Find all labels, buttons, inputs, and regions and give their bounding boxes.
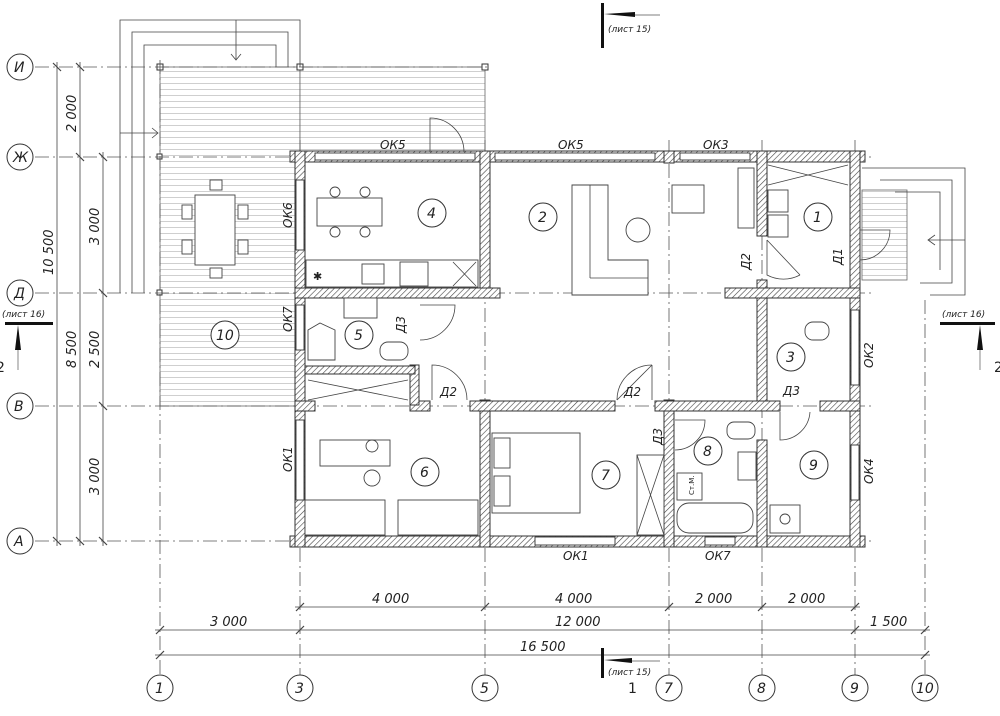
tag-ok7-bottom: ОК7 (705, 549, 731, 563)
terrace (156, 63, 489, 407)
dim-10500: 10 500 (42, 230, 57, 276)
section-markers: (лист 15) (лист 15) 1 (лист 16) 2 (лист … (0, 3, 1000, 697)
dim-2500: 2 500 (88, 331, 103, 368)
tag-ok1-left: ОК1 (281, 446, 295, 472)
tag-d2-hall: Д2 (739, 253, 753, 271)
tag-ok1-bottom: ОК1 (563, 549, 589, 563)
tag-ok4: ОК4 (862, 458, 876, 484)
axis-row-d: Д (13, 286, 25, 302)
dim-2000-a: 2 000 (695, 592, 732, 607)
axis-row-zh: Ж (12, 150, 29, 166)
dim-8500: 8 500 (65, 331, 80, 368)
axis-col-3: 3 (295, 681, 304, 697)
room-1: 1 (813, 210, 822, 226)
tag-d2-room7: Д2 (623, 385, 641, 399)
dim-4000-b: 4 000 (555, 592, 592, 607)
room-9: 9 (809, 458, 818, 474)
dim-2000-b: 2 000 (788, 592, 825, 607)
svg-text:✱: ✱ (313, 270, 322, 283)
axis-row-a: А (13, 534, 24, 550)
room-7: 7 (601, 468, 610, 484)
axis-row-v: В (14, 399, 24, 415)
dimension-lines (52, 62, 930, 660)
section-top-ref: (лист 15) (608, 25, 651, 35)
dim-2000-left: 2 000 (65, 95, 80, 132)
dimension-values: 4 000 4 000 2 000 2 000 3 000 12 000 1 5… (42, 95, 907, 655)
room-labels: 1 2 3 4 5 6 7 8 9 10 (210, 198, 833, 490)
dim-3000-left-b: 3 000 (88, 458, 103, 495)
room-3: 3 (786, 350, 795, 366)
section-right-num: 2 (994, 360, 1000, 376)
dim-3000-left-a: 3 000 (88, 208, 103, 245)
section-right-ref: (лист 16) (942, 310, 985, 320)
dim-3000: 3 000 (210, 615, 247, 630)
tag-ok5-b: ОК5 (558, 138, 584, 152)
room-6: 6 (420, 465, 429, 481)
washer-label: Ст.М. (688, 476, 696, 495)
axis-col-8: 8 (757, 681, 766, 697)
room-5: 5 (354, 328, 363, 344)
section-left-num: 2 (0, 360, 5, 376)
tag-ok6: ОК6 (281, 202, 295, 228)
tag-d3-room9: Д3 (782, 384, 800, 398)
porch-stairs (861, 167, 966, 296)
tag-ok7-left: ОК7 (281, 306, 295, 332)
doors (419, 117, 891, 451)
room-2: 2 (538, 210, 547, 226)
room-4: 4 (427, 206, 436, 222)
axis-col-5: 5 (480, 681, 489, 697)
axis-col-7: 7 (664, 681, 673, 697)
tag-ok5-a: ОК5 (380, 138, 406, 152)
tag-ok2: ОК2 (862, 342, 876, 368)
door-tags: Д2 Д1 Д3 Д2 Д2 Д3 Д3 Ст.М. (394, 248, 845, 495)
tag-ok3: ОК3 (703, 138, 729, 152)
axis-col-9: 9 (850, 681, 859, 697)
furniture: ✱ (181, 164, 849, 536)
dim-1500: 1 500 (870, 615, 907, 630)
terrace-stairs (119, 19, 301, 293)
axis-col-1: 1 (155, 681, 164, 697)
room-10: 10 (216, 328, 234, 344)
dim-12000: 12 000 (555, 615, 601, 630)
windows (295, 152, 860, 546)
window-tags: ОК5 ОК5 ОК3 ОК6 ОК7 ОК1 ОК1 ОК7 ОК2 ОК4 (281, 138, 876, 563)
section-bottom-num: 1 (628, 681, 637, 697)
section-bottom-ref: (лист 15) (608, 668, 651, 678)
tag-d2-room6: Д2 (439, 385, 457, 399)
dim-16500: 16 500 (520, 640, 566, 655)
room-8: 8 (703, 444, 712, 460)
section-left-ref: (лист 16) (2, 310, 45, 320)
axis-markers: И Ж Д В А 1 3 5 7 8 9 10 (6, 53, 939, 702)
axis-row-i: И (14, 60, 25, 76)
dim-4000-a: 4 000 (372, 592, 409, 607)
tag-d1: Д1 (831, 248, 845, 266)
tag-d3-bath: Д3 (394, 316, 408, 334)
tag-d3-room8: Д3 (651, 428, 665, 446)
axis-col-10: 10 (916, 681, 934, 697)
